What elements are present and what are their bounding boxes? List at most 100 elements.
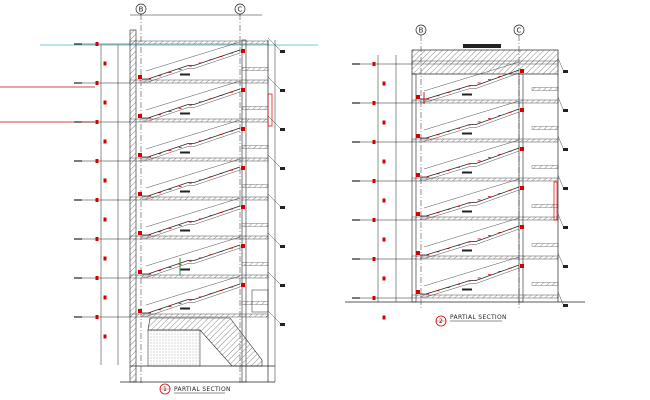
level-mark-red bbox=[95, 237, 99, 241]
leader-line bbox=[267, 154, 281, 168]
stair-underside bbox=[142, 130, 241, 161]
handrail bbox=[423, 256, 520, 287]
grid-bubble-c: C bbox=[513, 24, 525, 36]
level-mark-red bbox=[95, 120, 99, 124]
level-mark-red bbox=[382, 81, 386, 86]
flight-label bbox=[180, 268, 190, 271]
landing-detail-red bbox=[241, 88, 245, 92]
level-mark-red bbox=[95, 159, 99, 163]
level-mark-red bbox=[372, 257, 376, 261]
level-mark-red bbox=[103, 256, 107, 261]
flight-label bbox=[180, 73, 190, 76]
flight-label bbox=[180, 307, 190, 310]
landing-detail-red bbox=[138, 270, 142, 274]
floor-slab bbox=[129, 235, 269, 240]
floor-slab bbox=[129, 118, 269, 123]
handrail bbox=[145, 41, 241, 72]
handrail bbox=[145, 275, 241, 306]
floor-tag bbox=[563, 187, 568, 190]
floor-slab bbox=[129, 40, 269, 45]
mid-landing bbox=[531, 126, 559, 130]
floor-slab bbox=[411, 216, 559, 221]
flight-label bbox=[462, 171, 472, 174]
stair-underside bbox=[420, 267, 520, 298]
floor-tag bbox=[280, 245, 285, 248]
landing-detail-red bbox=[138, 309, 142, 313]
window-red bbox=[553, 181, 558, 221]
level-mark-red bbox=[103, 61, 107, 66]
floor-tag bbox=[280, 206, 285, 209]
stair-underside bbox=[142, 286, 241, 317]
level-mark-red bbox=[382, 276, 386, 281]
stair-underside bbox=[420, 150, 520, 181]
roof-label-box bbox=[463, 44, 501, 48]
level-mark-red bbox=[95, 276, 99, 280]
mid-landing bbox=[241, 145, 269, 149]
grid-bubble-b: B bbox=[415, 24, 427, 36]
stair-underside bbox=[420, 111, 520, 142]
floor-slab bbox=[411, 177, 559, 182]
handrail bbox=[423, 100, 520, 131]
leader-line bbox=[557, 96, 564, 110]
landing-detail-red bbox=[241, 49, 245, 53]
level-mark-red bbox=[382, 159, 386, 164]
mid-landing bbox=[531, 204, 559, 208]
floor-tag bbox=[563, 265, 568, 268]
stair-underside bbox=[142, 52, 241, 83]
svg-text:B: B bbox=[419, 27, 424, 35]
leader-line bbox=[267, 310, 281, 324]
floor-slab bbox=[411, 138, 559, 143]
mid-landing bbox=[531, 87, 559, 91]
handrail bbox=[423, 217, 520, 248]
leader-line bbox=[557, 252, 564, 266]
level-mark-red bbox=[382, 315, 386, 320]
grid-bubble-b: B bbox=[135, 3, 147, 15]
mid-landing bbox=[531, 243, 559, 247]
stair-flight bbox=[142, 283, 241, 314]
landing-detail-red bbox=[138, 114, 142, 118]
flight-label bbox=[180, 112, 190, 115]
landing-detail-red bbox=[416, 173, 420, 177]
level-mark-red bbox=[103, 100, 107, 105]
grid-bubble-c: C bbox=[234, 3, 246, 15]
floor-tag bbox=[280, 50, 285, 53]
level-mark-red bbox=[372, 296, 376, 300]
left-partial-section: B C 1 PARTIAL SECTIO bbox=[0, 3, 318, 395]
floor-slab bbox=[129, 313, 269, 318]
floor-tag bbox=[280, 167, 285, 170]
flight-label bbox=[180, 229, 190, 232]
floor-slab bbox=[411, 60, 559, 65]
landing-detail-red bbox=[416, 251, 420, 255]
floor-tag bbox=[280, 284, 285, 287]
landing-detail-red bbox=[241, 283, 245, 287]
stair-underside bbox=[142, 208, 241, 239]
section-title-block: 2 PARTIAL SECTION bbox=[435, 314, 506, 327]
landing-detail-red bbox=[520, 264, 524, 268]
section-title: PARTIAL SECTION bbox=[174, 386, 231, 393]
landing-detail-red bbox=[241, 244, 245, 248]
floor-tag bbox=[563, 304, 568, 307]
stair-flight bbox=[142, 205, 241, 236]
floor-slab bbox=[411, 255, 559, 260]
svg-text:C: C bbox=[517, 27, 522, 35]
left-wall bbox=[411, 73, 417, 303]
leader-line bbox=[267, 115, 281, 129]
flight-label bbox=[180, 190, 190, 193]
leader-line bbox=[267, 76, 281, 90]
stair-flight bbox=[420, 264, 520, 295]
floor-tag bbox=[563, 148, 568, 151]
floor-slab bbox=[411, 294, 559, 299]
handrail bbox=[145, 158, 241, 189]
svg-text:1: 1 bbox=[163, 386, 167, 393]
level-mark-red bbox=[103, 178, 107, 183]
landing-detail-red bbox=[520, 69, 524, 73]
level-mark-red bbox=[372, 62, 376, 66]
handrail bbox=[145, 197, 241, 228]
svg-text:C: C bbox=[238, 6, 243, 14]
level-mark-red bbox=[372, 140, 376, 144]
level-mark-red bbox=[372, 218, 376, 222]
handrail bbox=[423, 61, 520, 92]
flight-label bbox=[462, 210, 472, 213]
level-mark-red bbox=[95, 42, 99, 46]
leader-line bbox=[267, 37, 281, 51]
